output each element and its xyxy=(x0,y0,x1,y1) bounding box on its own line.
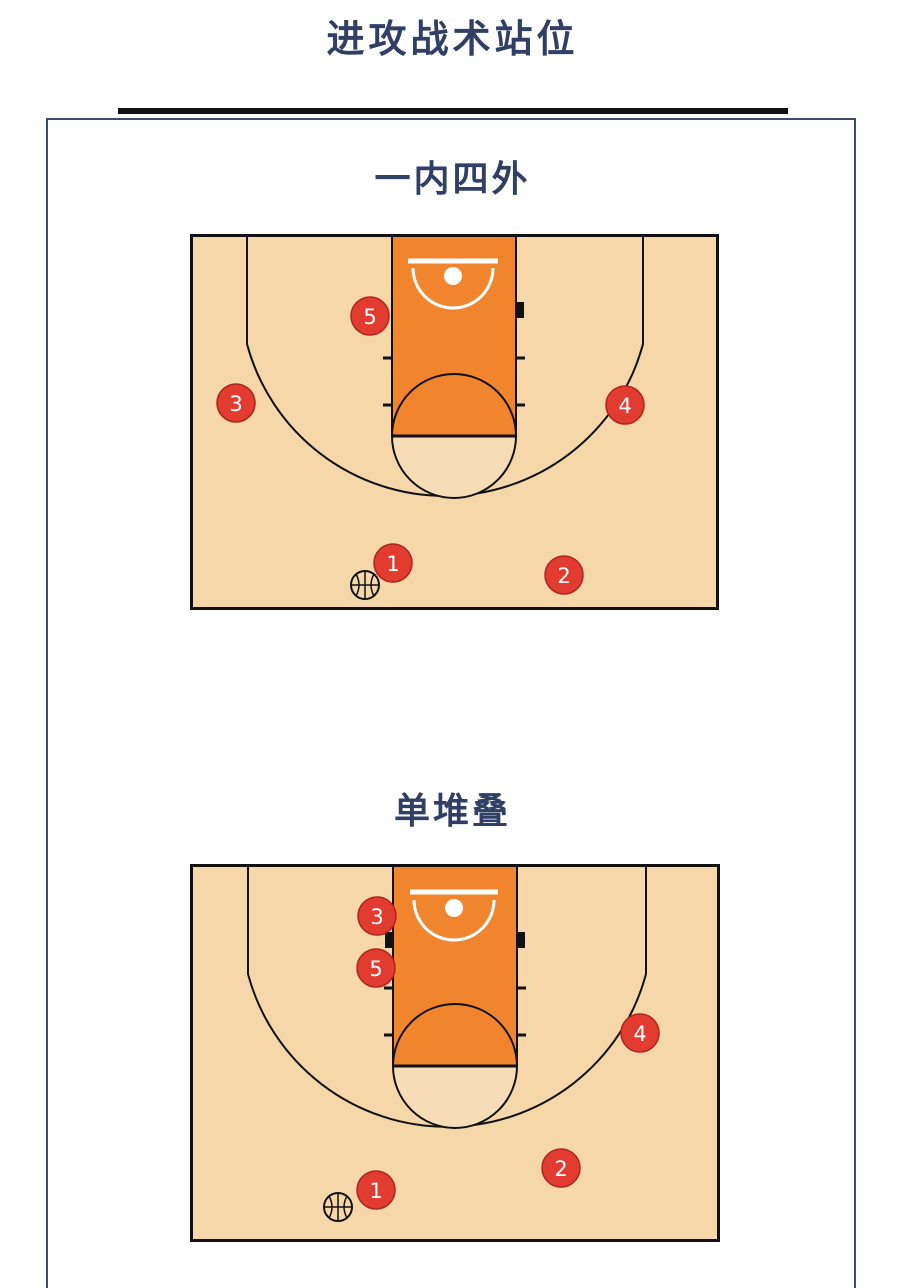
player-marker: 4 xyxy=(605,385,645,425)
player-marker: 1 xyxy=(356,1170,396,1210)
player-marker: 2 xyxy=(544,555,584,595)
block-mark-right xyxy=(516,302,524,318)
svg-text:3: 3 xyxy=(229,392,242,416)
svg-text:5: 5 xyxy=(369,957,382,981)
svg-text:5: 5 xyxy=(363,305,376,329)
svg-text:2: 2 xyxy=(557,564,570,588)
restricted-arc xyxy=(411,267,495,310)
basketball-icon xyxy=(350,570,380,600)
player-marker: 2 xyxy=(541,1148,581,1188)
formation-title-1: 一内四外 xyxy=(374,159,531,200)
svg-text:2: 2 xyxy=(554,1157,567,1181)
free-throw-circle-bottom xyxy=(392,1065,518,1129)
block-mark-right xyxy=(517,932,525,948)
svg-text:1: 1 xyxy=(386,552,399,576)
player-marker: 5 xyxy=(356,948,396,988)
content-frame xyxy=(46,118,856,1288)
court-diagram-2: 3 5 4 1 2 xyxy=(190,864,720,1242)
svg-text:4: 4 xyxy=(618,394,631,418)
page-title: 进攻战术站位 xyxy=(326,17,579,61)
formation-title-2: 单堆叠 xyxy=(393,791,511,832)
player-marker: 5 xyxy=(350,296,390,336)
svg-text:4: 4 xyxy=(633,1022,646,1046)
player-marker: 4 xyxy=(620,1013,660,1053)
player-marker: 3 xyxy=(216,383,256,423)
basketball-icon xyxy=(323,1192,353,1222)
free-throw-circle-bottom xyxy=(391,435,517,499)
player-marker: 1 xyxy=(373,543,413,583)
block-mark-left xyxy=(385,932,393,948)
svg-text:1: 1 xyxy=(369,1179,382,1203)
free-throw-circle-top xyxy=(391,373,517,437)
court-diagram-1: 5 3 4 1 2 xyxy=(190,234,720,611)
svg-text:3: 3 xyxy=(370,905,383,929)
rim xyxy=(445,899,463,917)
player-marker: 3 xyxy=(357,896,397,936)
free-throw-circle-top xyxy=(392,1003,518,1067)
restricted-arc xyxy=(412,899,496,942)
title-rule xyxy=(118,108,788,114)
rim xyxy=(444,267,462,285)
